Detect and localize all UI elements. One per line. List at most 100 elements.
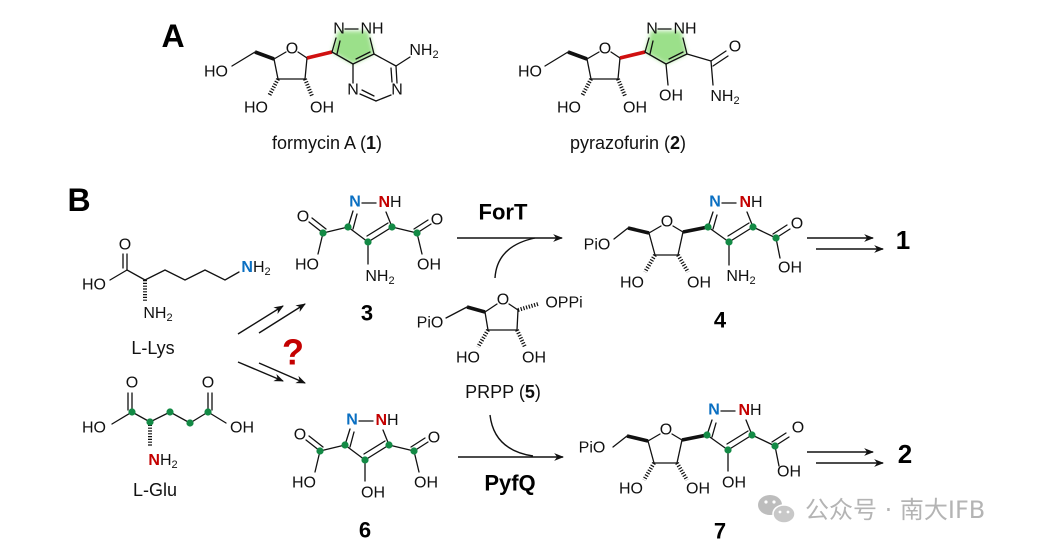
carbonyl-oxygen-label: O bbox=[431, 212, 443, 229]
prpp-input-curve bbox=[489, 414, 534, 457]
amide-label: NH2 bbox=[710, 88, 739, 108]
nitrogen-label: N bbox=[347, 82, 359, 99]
carbon-dot bbox=[748, 431, 756, 439]
arrow bbox=[258, 362, 306, 384]
nitrogen-label: N bbox=[391, 82, 403, 99]
carbonyl-oxygen-label: O bbox=[119, 237, 131, 254]
carbon-dot bbox=[128, 408, 136, 416]
compound-6-structure: N NH O HO O OH OH bbox=[292, 412, 440, 502]
carbon-dot bbox=[364, 238, 372, 246]
wechat-icon bbox=[758, 495, 796, 524]
hydroxyl-label: OH bbox=[687, 275, 711, 292]
n1-nitrogen-label: NH bbox=[378, 194, 401, 211]
hydroxyl-label: OH bbox=[417, 257, 441, 274]
nh-label: NH bbox=[673, 21, 696, 38]
product-2-label: 2 bbox=[898, 439, 912, 469]
pyrophosphate-label: OPPi bbox=[545, 295, 582, 312]
carbon-dot bbox=[361, 456, 369, 464]
compound-4-structure: PiO O HO OH N NH NH2 O OH bbox=[584, 194, 804, 292]
hydroxyl-label: OH bbox=[414, 475, 438, 492]
hydroxyl-label: OH bbox=[722, 475, 746, 492]
carbonyl-oxygen-label: O bbox=[297, 209, 309, 226]
n2-nitrogen-label: N bbox=[709, 194, 721, 211]
carbon-dot bbox=[146, 418, 154, 426]
compound-3-label: 3 bbox=[361, 301, 373, 326]
n1-nitrogen-label: NH bbox=[375, 412, 398, 429]
hydroxyl-label: HO bbox=[204, 64, 228, 81]
n2-nitrogen-label: N bbox=[708, 402, 720, 419]
carbonyl-oxygen-label: O bbox=[729, 39, 741, 56]
prpp-caption: PRPP (5) bbox=[465, 382, 541, 402]
carbon-dot bbox=[725, 238, 733, 246]
n1-nitrogen-label: NH bbox=[738, 402, 761, 419]
hydroxyl-label: HO bbox=[620, 275, 644, 292]
hydroxyl-label: OH bbox=[659, 88, 683, 105]
pyrazofurin-caption: pyrazofurin (2) bbox=[570, 133, 686, 153]
carbonyl-oxygen-label: O bbox=[202, 375, 214, 392]
prpp-structure: PiO O OPPi HO OH bbox=[417, 292, 583, 367]
glutamate-structure: O O HO OH NH2 bbox=[82, 375, 254, 472]
watermark: 公众号 · 南大IFB bbox=[758, 495, 985, 524]
n1-nitrogen-label: NH bbox=[739, 194, 762, 211]
panel-label-b: B bbox=[67, 182, 90, 218]
carbon-dot bbox=[166, 408, 174, 416]
compound-4-label: 4 bbox=[714, 308, 727, 333]
lysine-caption: L-Lys bbox=[131, 338, 174, 358]
panel-label-a: A bbox=[161, 18, 184, 54]
carbonyl-oxygen-label: O bbox=[126, 375, 138, 392]
ring-oxygen-label: O bbox=[286, 41, 298, 58]
carbon-dot bbox=[771, 442, 779, 450]
carbon-dot bbox=[704, 223, 712, 231]
nitrogen-label: N bbox=[646, 21, 658, 38]
carbon-dot bbox=[385, 441, 393, 449]
phosphate-label: PiO bbox=[417, 315, 444, 332]
question-mark: ? bbox=[282, 332, 304, 373]
glutamate-caption: L-Glu bbox=[133, 480, 177, 500]
enzyme-pyfq-label: PyfQ bbox=[484, 471, 535, 496]
product-1-label: 1 bbox=[896, 225, 910, 255]
carbon-dot bbox=[724, 446, 732, 454]
hydroxyl-label: HO bbox=[292, 475, 316, 492]
alpha-amine-label: NH2 bbox=[143, 305, 172, 325]
carbon-dot bbox=[319, 229, 327, 237]
compound-3-structure: N NH O HO O OH NH2 bbox=[295, 194, 443, 288]
watermark-text: 公众号 · 南大IFB bbox=[805, 496, 985, 524]
carbon-dot bbox=[204, 408, 212, 416]
hydroxyl-label: HO bbox=[518, 64, 542, 81]
arrow bbox=[237, 305, 284, 335]
carbonyl-oxygen-label: O bbox=[791, 216, 803, 233]
carbon-dot bbox=[749, 223, 757, 231]
carbonyl-oxygen-label: O bbox=[428, 430, 440, 447]
formycin-structure: HO O HO OH N NH N N NH2 bbox=[204, 21, 439, 117]
hydroxyl-label: HO bbox=[456, 350, 480, 367]
nitrogen-label: N bbox=[333, 21, 345, 38]
amine-label: NH2 bbox=[726, 268, 755, 288]
hydroxyl-label: OH bbox=[310, 100, 334, 117]
carbonyl-oxygen-label: O bbox=[294, 427, 306, 444]
hydroxyl-label: OH bbox=[522, 350, 546, 367]
hydroxyl-label: HO bbox=[557, 100, 581, 117]
hydroxyl-label: HO bbox=[295, 257, 319, 274]
carbon-dot bbox=[772, 234, 780, 242]
compound-7-structure: PiO O HO OH N NH OH O OH bbox=[579, 402, 805, 498]
n2-nitrogen-label: N bbox=[346, 412, 358, 429]
compound-7-label: 7 bbox=[714, 519, 726, 544]
epsilon-amine-label: NH2 bbox=[241, 259, 270, 279]
carbon-dot bbox=[344, 223, 352, 231]
pyrazofurin-structure: HO O HO OH N NH OH O NH2 bbox=[518, 21, 741, 117]
n2-nitrogen-label: N bbox=[349, 194, 361, 211]
hydroxyl-label: OH bbox=[777, 464, 801, 481]
hydroxyl-label: HO bbox=[244, 100, 268, 117]
carbonyl-oxygen-label: O bbox=[792, 420, 804, 437]
arrow bbox=[237, 361, 284, 382]
ring-oxygen-label: O bbox=[599, 41, 611, 58]
lysine-structure: O HO NH2 NH2 bbox=[82, 237, 271, 325]
hydroxyl-label: HO bbox=[82, 277, 106, 294]
carbon-dot bbox=[703, 431, 711, 439]
hydroxyl-label: OH bbox=[778, 260, 802, 277]
hydroxyl-label: HO bbox=[619, 481, 643, 498]
enzyme-fort-label: ForT bbox=[479, 200, 528, 225]
carbon-dot bbox=[388, 223, 396, 231]
